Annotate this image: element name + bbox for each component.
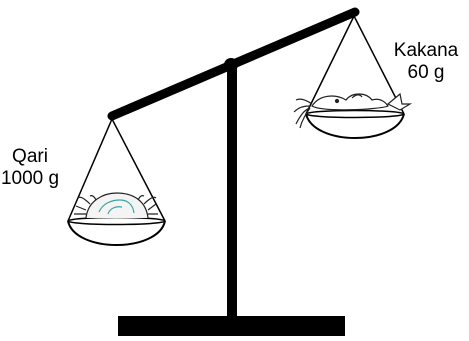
right-pan-label: Kakana 60 g xyxy=(386,40,466,84)
scale-post xyxy=(227,66,237,318)
right-pan-name: Kakana xyxy=(386,40,466,62)
left-pan-weight: 1000 g xyxy=(0,168,60,190)
scale-base xyxy=(118,316,345,336)
right-pan-weight: 60 g xyxy=(386,62,466,84)
crab-icon xyxy=(74,193,158,218)
left-pan-label: Qari 1000 g xyxy=(0,146,60,190)
left-pan xyxy=(68,119,165,245)
left-pan-name: Qari xyxy=(0,146,60,168)
pivot-icon xyxy=(224,58,238,72)
